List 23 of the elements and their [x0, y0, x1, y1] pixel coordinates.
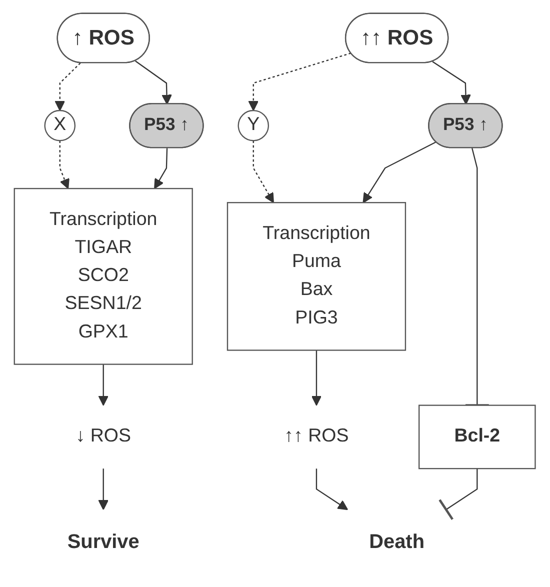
arrow	[135, 60, 172, 104]
arrow	[60, 140, 70, 188]
flowchart: ↑ ROS ↑↑ ROS X P53 ↑ Y P53 ↑ Transcription TIGAR SCO2 SESN1/2 GPX1 Transcription Puma Bax PIG3 ↓ ROS ↑↑ ROS Bcl-2 Survive Death	[5, 4, 545, 584]
node-text: Death	[369, 530, 425, 552]
arrow	[362, 140, 436, 203]
arrow	[316, 468, 348, 510]
node-text: ↓ ROS	[76, 426, 132, 446]
node-circle	[238, 109, 270, 141]
arrow	[248, 52, 352, 110]
node-box	[14, 187, 194, 364]
arrow	[253, 140, 274, 203]
arrow	[98, 468, 109, 510]
connector	[438, 468, 478, 520]
arrow	[312, 350, 322, 406]
node-box	[227, 202, 406, 350]
arrow	[154, 148, 168, 188]
arrow	[98, 364, 109, 406]
node-text: Survive	[68, 530, 140, 552]
node-circle	[44, 109, 76, 141]
arrow	[54, 62, 81, 110]
node-box	[418, 404, 536, 469]
arrow	[432, 60, 472, 104]
node-text: ↑↑ ROS	[284, 426, 349, 446]
